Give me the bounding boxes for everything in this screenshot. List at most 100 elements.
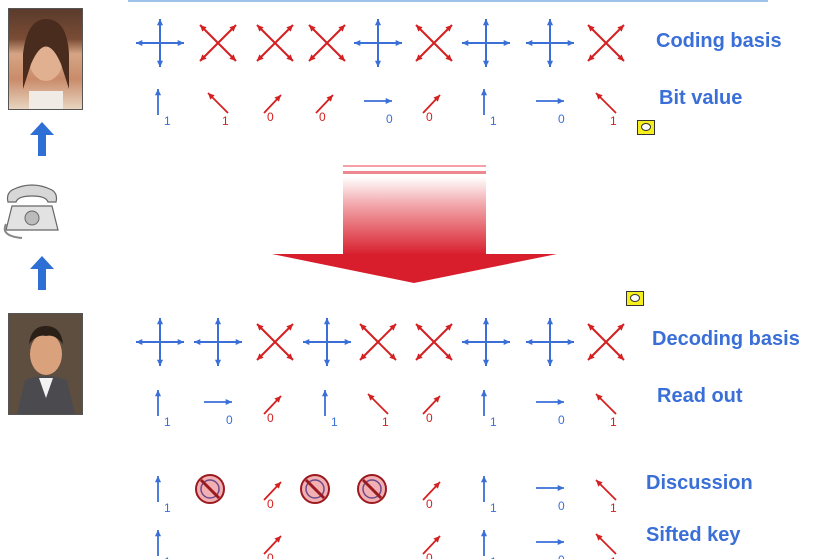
bit-value-photon: 0 xyxy=(536,97,565,126)
comment-bubble-icon[interactable] xyxy=(626,291,644,306)
read-out-photon: 1 xyxy=(595,393,617,429)
decoding-basis-symbol xyxy=(415,323,453,361)
coding-basis-symbol xyxy=(199,24,237,62)
no-entry-icon xyxy=(300,474,330,504)
read-out-photon: 1 xyxy=(480,390,497,429)
bit-label: 0 xyxy=(558,413,565,427)
comment-bubble-icon[interactable] xyxy=(637,120,655,135)
big-down-arrow-icon xyxy=(272,165,557,283)
bit-label: 0 xyxy=(426,110,433,124)
bit-label: 0 xyxy=(558,553,565,559)
bit-label: 1 xyxy=(610,501,617,515)
bit-label: 1 xyxy=(164,555,171,559)
decoding-basis-symbol xyxy=(194,318,242,366)
bit-label: 1 xyxy=(610,555,617,559)
telephone-icon xyxy=(3,184,59,239)
read-out-photon: 0 xyxy=(263,395,282,425)
coding-basis-label: Coding basis xyxy=(656,30,782,52)
decoding-basis-label: Decoding basis xyxy=(652,328,800,350)
discussion-label: Discussion xyxy=(646,472,753,494)
decoding-basis-symbol xyxy=(256,323,294,361)
bit-label: 1 xyxy=(490,555,497,559)
bit-label: 0 xyxy=(426,497,433,511)
alice-photo xyxy=(8,8,83,110)
bit-label: 1 xyxy=(222,114,229,128)
coding-basis-symbol xyxy=(354,19,402,67)
sifted-key-photon: 1 xyxy=(595,533,617,559)
up-arrow-icon xyxy=(30,256,54,290)
read-out-photon: 1 xyxy=(154,390,171,429)
sifted-key-photon: 1 xyxy=(154,530,171,559)
read-out-photon: 0 xyxy=(422,395,441,425)
no-entry-icon xyxy=(357,474,387,504)
discussion-photon: 0 xyxy=(263,481,282,511)
decoding-basis-symbol xyxy=(303,318,351,366)
bit-label: 1 xyxy=(610,415,617,429)
read-out-photon: 1 xyxy=(321,390,338,429)
discussion-photon: 0 xyxy=(422,481,441,511)
bit-label: 0 xyxy=(558,112,565,126)
sifted-key-photon: 0 xyxy=(422,535,441,559)
bit-label: 1 xyxy=(610,114,617,128)
bob-portrait-illustration xyxy=(9,314,82,414)
bit-value-photon: 0 xyxy=(263,94,282,124)
bit-label: 0 xyxy=(267,497,274,511)
bit-label: 1 xyxy=(164,114,171,128)
coding-basis-symbol xyxy=(256,24,294,62)
discussion-photon: 0 xyxy=(536,484,565,513)
bit-value-photon: 1 xyxy=(595,92,617,128)
read-out-photon: 0 xyxy=(204,398,233,427)
coding-basis-symbol xyxy=(526,19,574,67)
read-out-label: Read out xyxy=(657,385,743,407)
decoding-basis-symbol xyxy=(359,323,397,361)
discussion-photon: 1 xyxy=(154,476,171,515)
bit-label: 1 xyxy=(164,501,171,515)
bit-label: 1 xyxy=(331,415,338,429)
sifted-key-photon: 0 xyxy=(536,538,565,559)
bit-label: 1 xyxy=(490,415,497,429)
bit-label: 0 xyxy=(267,411,274,425)
coding-basis-symbol xyxy=(136,19,184,67)
discussion-photon: 1 xyxy=(480,476,497,515)
bit-label: 1 xyxy=(382,415,389,429)
alice-portrait-illustration xyxy=(23,19,69,109)
bit-value-photon: 0 xyxy=(364,97,393,126)
bob-photo xyxy=(8,313,83,415)
bit-label: 0 xyxy=(267,551,274,559)
bit-value-photon: 0 xyxy=(315,94,334,124)
symbol-rows: 1 1 0 0 0 0 1 0 1 1 0 0 1 1 0 1 0 1 1 0 0 1 0 1 1 0 0 1 0 1 xyxy=(136,19,625,559)
read-out-photon: 1 xyxy=(367,393,389,429)
bit-value-photon: 1 xyxy=(154,89,171,128)
bit-label: 1 xyxy=(164,415,171,429)
bit-value-photon: 0 xyxy=(422,94,441,124)
bit-label: 0 xyxy=(226,413,233,427)
bit-label: 0 xyxy=(267,110,274,124)
coding-basis-symbol xyxy=(415,24,453,62)
bit-label: 0 xyxy=(386,112,393,126)
sifted-key-photon: 1 xyxy=(480,530,497,559)
bit-value-photon: 1 xyxy=(207,92,229,128)
bit-value-photon: 1 xyxy=(480,89,497,128)
bit-value-label: Bit value xyxy=(659,87,743,109)
coding-basis-symbol xyxy=(308,24,346,62)
sifted-key-label: Sifted key xyxy=(646,524,741,546)
coding-basis-symbol xyxy=(587,24,625,62)
up-arrow-icon xyxy=(30,122,54,156)
decoding-basis-symbol xyxy=(587,323,625,361)
bit-label: 1 xyxy=(490,501,497,515)
bit-label: 0 xyxy=(426,551,433,559)
decoding-basis-symbol xyxy=(526,318,574,366)
no-entry-icon xyxy=(195,474,225,504)
decoding-basis-symbol xyxy=(462,318,510,366)
bit-label: 0 xyxy=(319,110,326,124)
top-divider-line xyxy=(128,0,768,2)
coding-basis-symbol xyxy=(462,19,510,67)
discussion-photon: 1 xyxy=(595,479,617,515)
bit-label: 0 xyxy=(558,499,565,513)
bit-label: 1 xyxy=(490,114,497,128)
read-out-photon: 0 xyxy=(536,398,565,427)
decoding-basis-symbol xyxy=(136,318,184,366)
sifted-key-photon: 0 xyxy=(263,535,282,559)
bit-label: 0 xyxy=(426,411,433,425)
